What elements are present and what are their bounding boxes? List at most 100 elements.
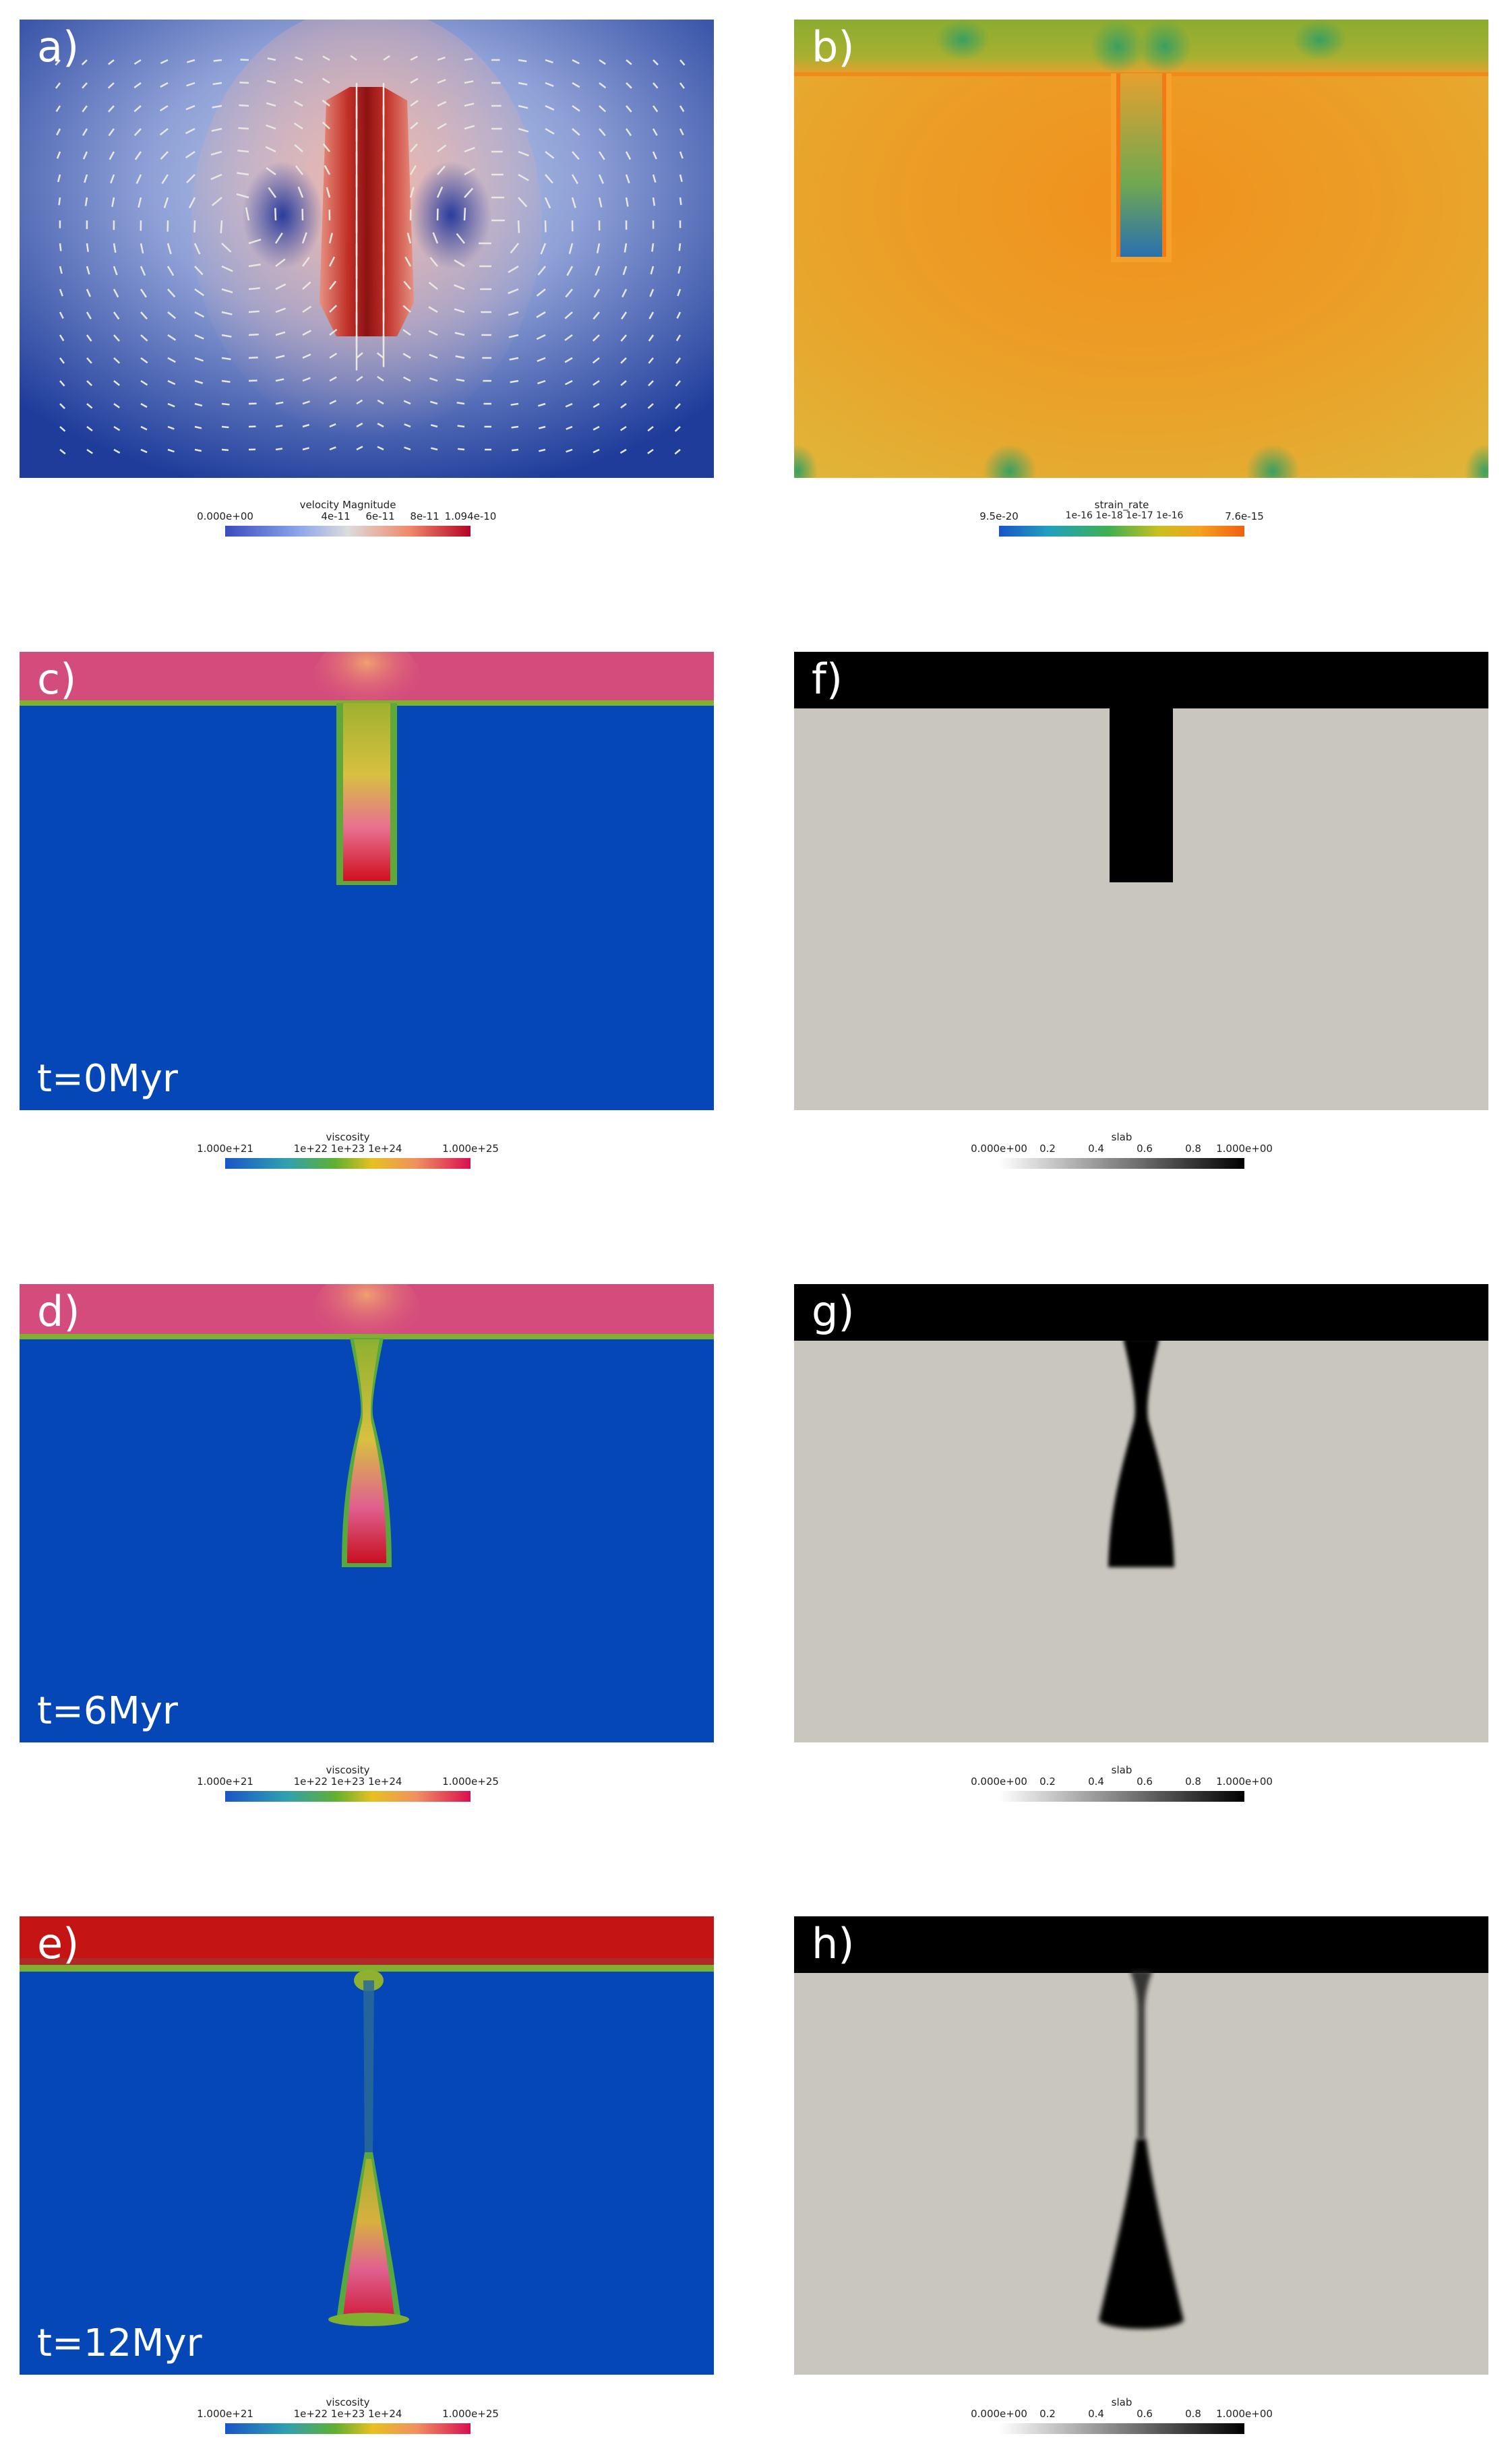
velocity-arrow — [294, 144, 303, 152]
velocity-arrow — [275, 448, 283, 451]
velocity-arrow — [653, 82, 659, 89]
panel-label: e) — [37, 1919, 80, 1968]
velocity-arrow — [167, 357, 176, 363]
velocity-arrow — [430, 447, 438, 451]
colorbar-velocity: velocity Magnitude 0.000e+00 4e-11 6e-11… — [197, 499, 496, 553]
velocity-arrow — [428, 306, 438, 313]
velocity-arrow — [58, 197, 61, 206]
velocity-arrow — [679, 82, 685, 89]
velocity-arrow — [294, 100, 303, 107]
velocity-arrow — [593, 379, 600, 386]
velocity-arrow — [653, 59, 659, 65]
velocity-arrow — [648, 380, 654, 387]
velocity-arrow — [517, 220, 520, 233]
tick-label: 1e+22 1e+23 1e+24 — [293, 1775, 402, 1788]
velocity-arrow — [133, 105, 142, 113]
viscosity-plot-t6 — [20, 1284, 714, 1742]
velocity-arrow — [518, 82, 528, 86]
velocity-arrow — [221, 311, 233, 315]
velocity-arrow — [544, 197, 551, 209]
velocity-arrow — [626, 59, 632, 65]
velocity-arrow — [510, 243, 519, 254]
velocity-arrow — [536, 288, 546, 297]
tick-label: 0.2 — [1039, 2408, 1056, 2420]
velocity-arrow — [652, 197, 656, 206]
velocity-arrow — [59, 403, 65, 409]
velocity-arrow — [193, 243, 201, 255]
velocity-arrow — [510, 379, 519, 384]
tick-label: 0.8 — [1185, 1775, 1201, 1788]
tick-label: 1.000e+21 — [197, 1143, 253, 1155]
velocity-arrow — [571, 197, 576, 208]
strain-rate-plot — [794, 20, 1488, 478]
velocity-arrow — [432, 232, 439, 244]
velocity-arrow — [301, 256, 310, 267]
velocity-arrow — [648, 311, 655, 320]
velocity-arrow — [59, 243, 62, 251]
velocity-arrow — [383, 55, 390, 61]
velocity-arrow — [403, 280, 411, 290]
velocity-arrow — [457, 448, 465, 451]
velocity-arrow — [536, 311, 546, 318]
velocity-arrow — [194, 425, 202, 429]
tick-label: 1.000e+21 — [197, 1775, 253, 1788]
velocity-arrow — [463, 208, 466, 221]
velocity-arrow — [159, 104, 169, 112]
velocity-arrow — [329, 353, 338, 359]
velocity-arrow — [652, 128, 658, 136]
velocity-arrow — [274, 233, 283, 244]
velocity-arrow — [59, 426, 66, 432]
velocity-arrow — [679, 128, 684, 135]
velocity-arrow — [647, 448, 654, 454]
velocity-arrow — [266, 166, 276, 176]
velocity-arrow — [86, 243, 89, 252]
tick-label: 0.4 — [1088, 2408, 1104, 2420]
velocity-arrow — [456, 233, 465, 244]
velocity-arrow — [593, 448, 600, 454]
velocity-arrow — [221, 288, 233, 294]
velocity-arrow — [295, 165, 303, 175]
velocity-arrow — [248, 379, 258, 382]
tick-label: 0.000e+00 — [197, 510, 253, 522]
velocity-arrow — [113, 425, 121, 431]
velocity-arrow — [86, 311, 92, 320]
velocity-arrow — [194, 357, 204, 362]
velocity-arrow — [86, 380, 93, 386]
velocity-arrow — [56, 151, 61, 159]
velocity-arrow — [55, 105, 61, 113]
velocity-arrow — [86, 334, 92, 342]
velocity-arrow — [322, 78, 330, 84]
velocity-arrow — [302, 377, 311, 382]
velocity-arrow — [186, 174, 195, 183]
velocity-arrow — [437, 100, 447, 107]
velocity-arrow — [302, 281, 311, 290]
velocity-arrow — [676, 311, 682, 319]
panel-label: f) — [812, 655, 843, 704]
colorbar-viscosity: viscosity 1.000e+21 1e+22 1e+23 1e+24 1.… — [197, 1131, 499, 1185]
velocity-arrow — [239, 104, 249, 107]
velocity-arrow — [679, 59, 686, 66]
tick-label: 0.8 — [1185, 2408, 1201, 2420]
time-label: t=6Myr — [37, 1689, 178, 1733]
velocity-arrow — [294, 78, 303, 84]
velocity-arrow — [566, 425, 573, 430]
tick-label: 0.4 — [1088, 1143, 1104, 1155]
velocity-arrow — [194, 448, 202, 452]
velocity-arrow — [220, 220, 223, 234]
velocity-arrow — [86, 357, 92, 364]
colorbar-gradient — [999, 526, 1244, 537]
tick-label: 0.000e+00 — [971, 1775, 1027, 1788]
velocity-arrow — [322, 143, 330, 152]
velocity-arrow — [212, 82, 222, 86]
tick-label: 0.000e+00 — [971, 1143, 1027, 1155]
velocity-arrow — [248, 357, 258, 359]
velocity-arrow — [329, 328, 338, 336]
panel-d-viscosity: d) t=6Myr — [20, 1284, 714, 1742]
velocity-arrows — [55, 55, 686, 455]
velocity-arrow — [221, 334, 232, 338]
velocity-arrow — [429, 257, 438, 267]
velocity-arrow — [113, 334, 120, 342]
tick-label: 1.094e-10 — [444, 510, 497, 522]
slab-plot-t0 — [794, 652, 1488, 1110]
velocity-arrow — [57, 174, 61, 183]
